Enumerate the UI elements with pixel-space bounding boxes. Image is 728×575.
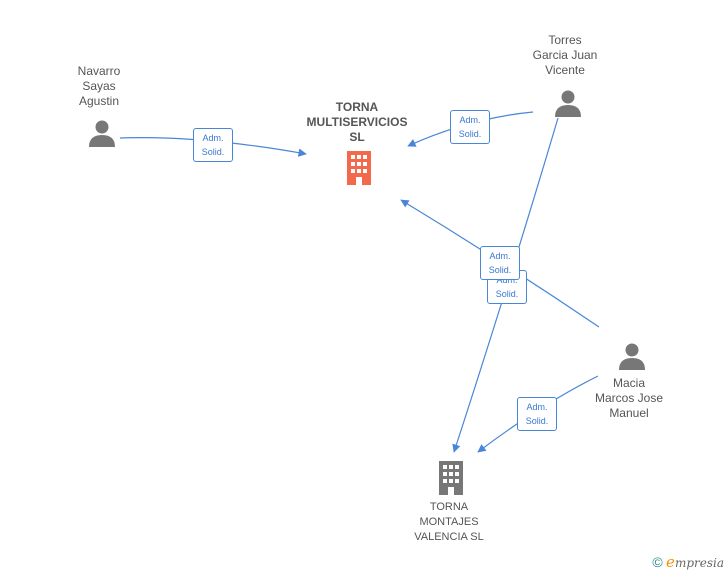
edge-label-macia-montajes: Adm. Solid. — [517, 397, 557, 431]
edge-label-torres-multiservicios: Adm. Solid. — [450, 110, 490, 144]
brand-name: mpresia — [674, 556, 724, 570]
person-icon[interactable] — [617, 341, 647, 371]
building-icon[interactable] — [436, 461, 466, 495]
brand-initial: e — [666, 553, 675, 571]
person-label-macia[interactable]: Macia Marcos Jose Manuel — [594, 376, 664, 420]
empresia-logo: © empresia — [652, 553, 724, 571]
person-icon[interactable] — [87, 118, 117, 148]
person-icon[interactable] — [553, 88, 583, 118]
copyright-symbol: © — [652, 554, 663, 570]
company-label-torna-multiservicios[interactable]: TORNA MULTISERVICIOS SL — [306, 100, 408, 144]
edge-label-navarro-multiservicios: Adm. Solid. — [193, 128, 233, 162]
edge-label-macia-multiservicios: Adm. Solid. — [480, 246, 520, 280]
building-icon[interactable] — [344, 151, 374, 185]
person-label-torres[interactable]: Torres Garcia Juan Vicente — [532, 33, 598, 77]
company-label-torna-montajes[interactable]: TORNA MONTAJES VALENCIA SL — [414, 501, 484, 543]
person-label-navarro[interactable]: Navarro Sayas Agustin — [77, 64, 121, 108]
